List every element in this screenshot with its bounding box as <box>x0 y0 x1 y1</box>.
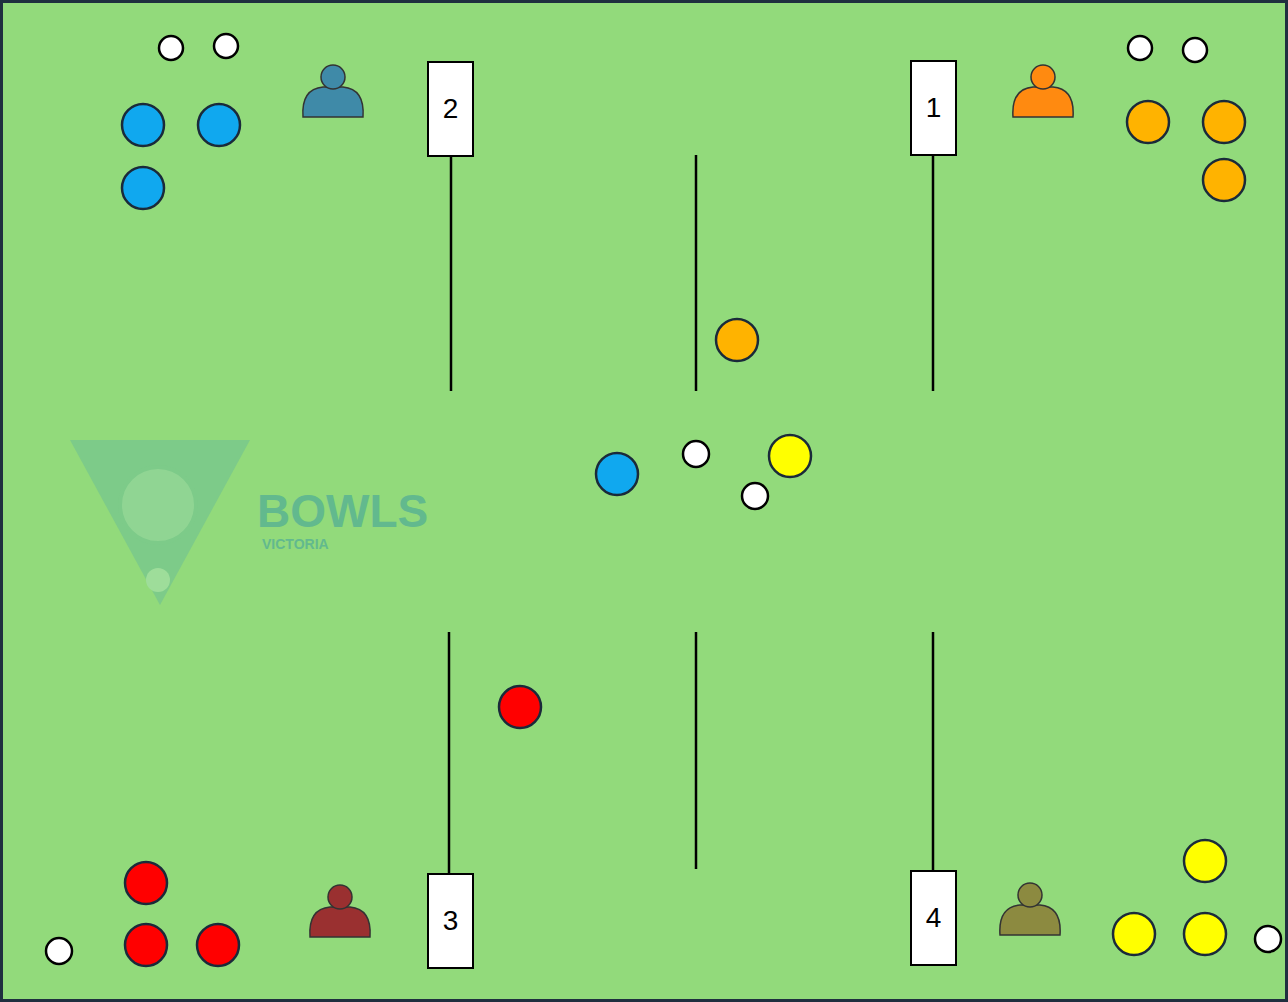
blue-bowls <box>122 104 638 495</box>
watermark-text: BOWLS <box>257 488 428 534</box>
position-marker-box: 3 <box>427 873 474 969</box>
callout-number: 2 <box>443 95 459 123</box>
callout-number: 1 <box>926 94 942 122</box>
jacks <box>46 34 1281 964</box>
orange-bowls <box>716 101 1245 361</box>
yellow-bowls <box>769 435 1226 955</box>
logo-watermark <box>70 440 250 605</box>
position-marker-box: 4 <box>910 870 957 966</box>
callout-number: 3 <box>443 907 459 935</box>
watermark-text: VICTORIA <box>262 537 329 551</box>
red-bowls <box>125 686 541 966</box>
position-marker-box: 2 <box>427 61 474 157</box>
rink-lines <box>449 155 933 873</box>
position-marker-box: 1 <box>910 60 957 156</box>
callout-number: 4 <box>926 904 942 932</box>
